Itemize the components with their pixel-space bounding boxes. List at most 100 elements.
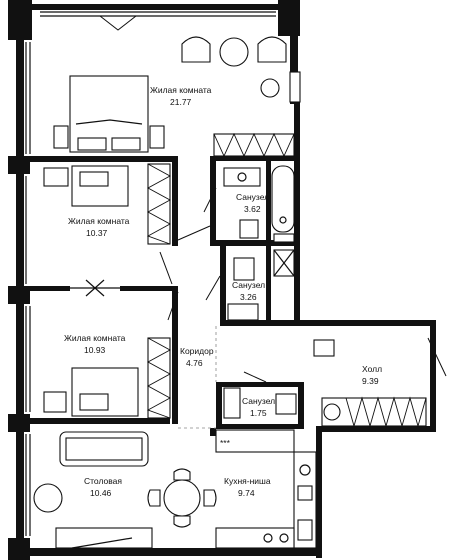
wall-bath-divider: [266, 156, 271, 246]
room-area-bath-2: 3.26: [240, 292, 257, 302]
room-name-living-1: Жилая комната: [150, 85, 212, 95]
room-area-bath-3: 1.75: [250, 408, 267, 418]
chair: [173, 515, 191, 528]
armchair: [33, 483, 63, 513]
room-name-bath-1: Санузел: [236, 192, 269, 202]
door-mark: [85, 279, 105, 297]
room-area-bath-1: 3.62: [244, 204, 261, 214]
washing-machine: [323, 403, 341, 421]
room-name-kitchen: Кухня-ниша: [224, 476, 271, 486]
shelf: [289, 71, 301, 103]
hob: [263, 533, 273, 543]
hall-wall-right: [430, 320, 436, 430]
pillow: [79, 171, 109, 187]
balcony-door: [99, 15, 137, 31]
wall-bath-left: [210, 156, 216, 246]
room-name-bath-3: Санузел: [242, 396, 275, 406]
wall-bath1-bath2: [210, 240, 300, 246]
wall-bath2-bottom: [220, 320, 300, 326]
wall-corridor-left-upper: [172, 156, 178, 246]
bed-blanket: [75, 119, 143, 125]
dining-table: [163, 479, 201, 517]
toilet: [275, 393, 297, 415]
hob: [279, 533, 289, 543]
chair: [203, 489, 217, 507]
sink: [223, 387, 241, 419]
room-area-kitchen: 9.74: [238, 488, 255, 498]
wall-bath3-right: [298, 382, 304, 428]
wall-living2-living3: [24, 286, 70, 291]
room-area-dining: 10.46: [90, 488, 112, 498]
wardrobe: [147, 163, 171, 245]
stove-marks: ***: [220, 438, 231, 448]
room-area-living-2: 10.37: [86, 228, 108, 238]
kitchen-wall-right: [316, 426, 322, 558]
wall-corridor-left-lower: [172, 286, 178, 424]
wardrobe-hatch: [345, 396, 427, 428]
nightstand: [53, 125, 69, 149]
nightstand: [43, 167, 69, 187]
window-pier: [8, 0, 32, 40]
coffee-table: [219, 37, 249, 67]
outer-wall-top: [16, 4, 296, 10]
toilet: [239, 219, 259, 239]
door-corridor: [177, 225, 211, 241]
wall-kitchen: [210, 428, 216, 436]
window-pier: [278, 0, 300, 36]
wall-bath3-bottom: [216, 424, 304, 429]
wall-bath3-top: [216, 382, 304, 387]
outer-wall-right-upper: [290, 4, 298, 104]
room-area-living-1: 21.77: [170, 97, 192, 107]
room-area-hall: 9.39: [362, 376, 379, 386]
window-pier: [8, 538, 30, 560]
room-name-living-2: Жилая комната: [68, 216, 130, 226]
room-name-bath-2: Санузел: [232, 280, 265, 290]
hall-wall-bottom: [316, 426, 436, 432]
pillow: [77, 137, 107, 151]
wardrobe-hatch: [213, 132, 295, 158]
bathtub-drain: [279, 216, 287, 224]
tv-stand: [55, 527, 153, 549]
armchair: [257, 36, 287, 63]
sofa-seat: [65, 437, 143, 461]
pillow: [79, 393, 109, 411]
sink: [223, 167, 261, 187]
room-area-corridor: 4.76: [186, 358, 203, 368]
sink: [227, 303, 259, 321]
kitchen-counter-bottom: [215, 527, 295, 549]
hall-wall-top: [294, 320, 434, 326]
nightstand: [43, 391, 67, 413]
room-name-corridor: Коридор: [180, 346, 214, 356]
outer-wall-right-mid: [294, 100, 300, 325]
towel-rail: [273, 233, 295, 243]
dishwasher: [297, 485, 313, 501]
wardrobe-hatch: [146, 337, 171, 419]
shower-mark: [273, 249, 295, 277]
wardrobe-hatch: [146, 163, 171, 245]
wall-living2-living3: [120, 286, 176, 291]
wall-living3-dining: [24, 418, 170, 424]
chair: [147, 489, 161, 507]
pouf: [313, 339, 335, 357]
chair: [173, 468, 191, 481]
toilet: [233, 257, 255, 281]
sink-bowl: [299, 464, 311, 476]
wall-bath2-right: [266, 246, 271, 326]
wardrobe: [213, 133, 295, 157]
outer-wall-bottom: [16, 548, 322, 556]
sink-drain: [237, 172, 247, 182]
door-bath2: [205, 275, 221, 301]
fridge: [297, 519, 313, 541]
outer-wall-left: [16, 6, 24, 554]
entrance-door: [427, 337, 447, 377]
tv-mark: [71, 537, 133, 549]
armchair: [181, 36, 211, 63]
door-bath1: [203, 187, 217, 213]
pillow: [111, 137, 141, 151]
wall-bath-top: [210, 156, 300, 161]
wall-living1-living2: [24, 156, 174, 162]
door-bath3: [243, 371, 267, 383]
wall-bath3-left: [216, 382, 222, 428]
